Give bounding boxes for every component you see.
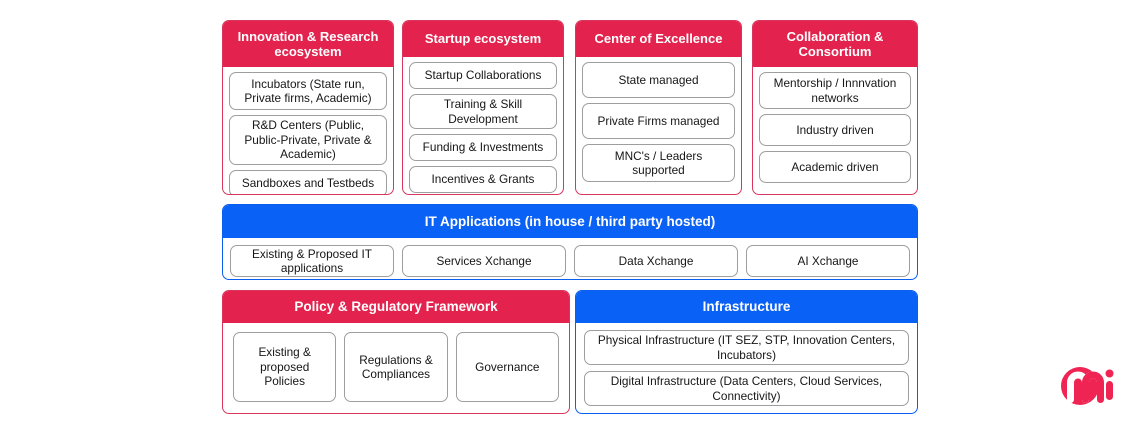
card-header-infrastructure: Infrastructure — [576, 291, 917, 323]
list-item[interactable]: Digital Infrastructure (Data Centers, Cl… — [584, 371, 909, 406]
card-startup-ecosystem: Startup ecosystem Startup Collaborations… — [402, 20, 564, 195]
card-body-innovation-research: Incubators (State run, Private firms, Ac… — [223, 67, 393, 194]
list-item[interactable]: Training & Skill Development — [409, 94, 557, 129]
list-item[interactable]: Physical Infrastructure (IT SEZ, STP, In… — [584, 330, 909, 365]
list-item[interactable]: Sandboxes and Testbeds — [229, 170, 387, 194]
list-item[interactable]: Funding & Investments — [409, 134, 557, 161]
list-item[interactable]: Startup Collaborations — [409, 62, 557, 89]
list-item[interactable]: Industry driven — [759, 114, 911, 146]
card-header-innovation-research: Innovation & Research ecosystem — [223, 21, 393, 67]
mi-logo-icon — [1061, 367, 1114, 405]
list-item[interactable]: AI Xchange — [746, 245, 910, 277]
card-body-collaboration-consortium: Mentorship / Innnvation networks Industr… — [753, 67, 917, 194]
list-item[interactable]: Services Xchange — [402, 245, 566, 277]
list-item[interactable]: Governance — [455, 332, 559, 402]
card-infrastructure: Infrastructure Physical Infrastructure (… — [575, 290, 918, 414]
list-item[interactable]: Academic driven — [759, 151, 911, 183]
list-item[interactable]: Existing & Proposed IT applications — [230, 245, 394, 277]
list-item[interactable]: MNC's / Leaders supported — [582, 144, 735, 182]
list-item[interactable]: Existing & proposed Policies — [233, 332, 337, 402]
list-item[interactable]: State managed — [582, 62, 735, 98]
card-header-center-of-excellence: Center of Excellence — [576, 21, 741, 57]
list-item[interactable]: Incentives & Grants — [409, 166, 557, 193]
card-it-applications: IT Applications (in house / third party … — [222, 204, 918, 280]
card-collaboration-consortium: Collaboration & Consortium Mentorship / … — [752, 20, 918, 195]
list-item[interactable]: Regulations & Compliances — [344, 332, 448, 402]
card-header-collaboration-consortium: Collaboration & Consortium — [753, 21, 917, 67]
card-body-startup-ecosystem: Startup Collaborations Training & Skill … — [403, 57, 563, 194]
card-header-startup-ecosystem: Startup ecosystem — [403, 21, 563, 57]
card-body-infrastructure: Physical Infrastructure (IT SEZ, STP, In… — [576, 323, 917, 413]
card-header-it-applications: IT Applications (in house / third party … — [223, 205, 917, 238]
card-center-of-excellence: Center of Excellence State managed Priva… — [575, 20, 742, 195]
list-item[interactable]: Private Firms managed — [582, 103, 735, 139]
card-body-it-applications: Existing & Proposed IT applications Serv… — [223, 238, 917, 279]
list-item[interactable]: Mentorship / Innnvation networks — [759, 72, 911, 109]
list-item[interactable]: Incubators (State run, Private firms, Ac… — [229, 72, 387, 110]
card-innovation-research: Innovation & Research ecosystem Incubato… — [222, 20, 394, 195]
list-item[interactable]: Data Xchange — [574, 245, 738, 277]
list-item[interactable]: R&D Centers (Public, Public-Private, Pri… — [229, 115, 387, 165]
card-header-policy-regulatory-framework: Policy & Regulatory Framework — [223, 291, 569, 323]
brand-logo — [1056, 362, 1118, 410]
card-policy-regulatory-framework: Policy & Regulatory Framework Existing &… — [222, 290, 570, 414]
card-body-center-of-excellence: State managed Private Firms managed MNC'… — [576, 57, 741, 194]
card-body-policy-regulatory-framework: Existing & proposed Policies Regulations… — [223, 323, 569, 413]
